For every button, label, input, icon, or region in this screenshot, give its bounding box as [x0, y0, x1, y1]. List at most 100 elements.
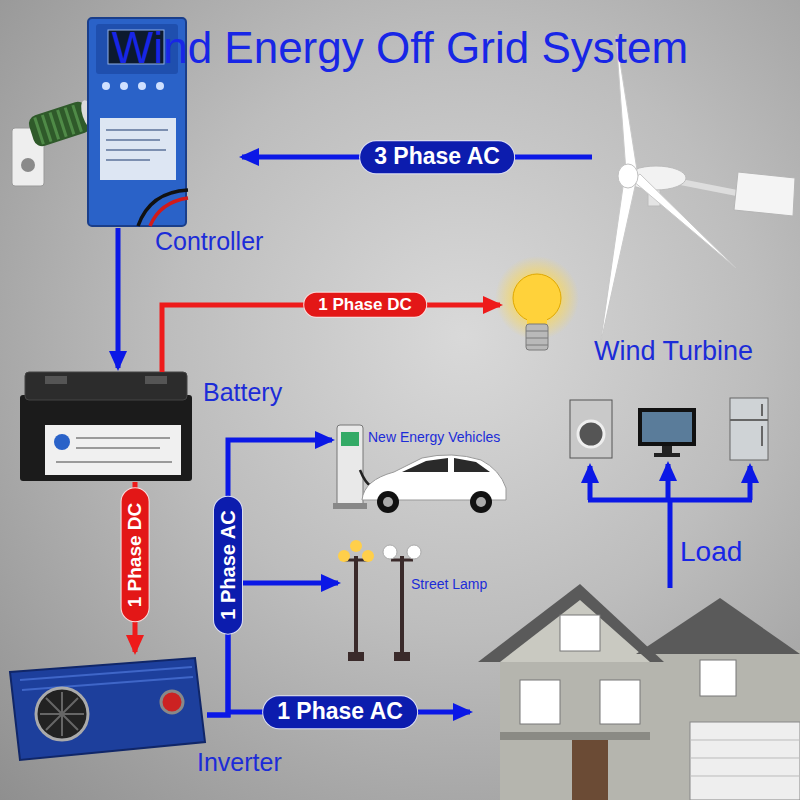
house-part: [600, 680, 640, 724]
house-part: [500, 600, 650, 662]
controller-device-part: [138, 190, 188, 226]
street-lamp-part: [354, 556, 358, 658]
street-lamp-part: [394, 652, 410, 661]
battery-unit-part: [54, 434, 70, 450]
electric-car-part: [402, 458, 448, 472]
street-lamp: [338, 540, 421, 661]
street-lamp-part: [348, 652, 364, 661]
wind-turbine-part: [600, 180, 636, 346]
street-lamp-part: [383, 545, 397, 559]
resistor-symbol-part-part: [35, 105, 82, 144]
power-connector: [207, 440, 332, 715]
inverter-device-part: [10, 658, 205, 760]
component-node: Inverter: [5, 652, 207, 762]
battery-unit: [20, 372, 192, 481]
battery-unit-part: [20, 395, 192, 481]
battery-unit-part: [25, 372, 187, 400]
appliance-icons-part: [638, 408, 696, 446]
street-lamp-part: [407, 545, 421, 559]
inverter-device-part: [20, 667, 193, 690]
house-part: [700, 660, 736, 696]
diagram-title: Wind Energy Off Grid System: [0, 24, 800, 72]
inverter-device: [10, 658, 205, 760]
street-lamp-part: [362, 550, 374, 562]
house: [478, 584, 800, 800]
controller-device-part: [138, 82, 146, 90]
electric-car-part: [470, 491, 492, 513]
electric-car-part: [476, 497, 486, 507]
appliance-icons-part: [642, 412, 692, 442]
connector-label: 1 Phase AC: [213, 495, 243, 634]
appliance-icons-part: [654, 453, 680, 457]
house-part: [500, 650, 800, 800]
light-bulb: [495, 256, 579, 350]
component-label: Street Lamp: [411, 576, 487, 592]
load-wires-part: [588, 466, 593, 500]
controller-device-part: [100, 118, 176, 180]
battery-unit-part: [45, 376, 67, 384]
battery-unit-part: [45, 425, 181, 475]
component-label: Battery: [203, 378, 282, 407]
street-lamp-part: [400, 556, 404, 658]
component-label: Inverter: [197, 748, 282, 777]
appliance-icons-part: [662, 446, 672, 454]
controller-device-part: [102, 82, 110, 90]
controller-device-part: [156, 82, 164, 90]
wind-turbine: [600, 36, 795, 346]
appliance-icons-part: [578, 421, 604, 447]
component-label: New Energy Vehicles: [368, 429, 500, 445]
electric-car: [362, 455, 506, 513]
electric-car-part: [377, 491, 399, 513]
house-part: [690, 740, 800, 776]
appliance-icons-part: [730, 404, 768, 446]
inverter-device-part: [36, 688, 88, 740]
battery-unit-part: [56, 438, 172, 462]
component-node: Battery: [20, 368, 192, 482]
inverter-device-part: [161, 691, 183, 713]
wind-turbine-part: [632, 174, 736, 268]
wind-turbine-part: [734, 172, 795, 216]
resistor-symbol-part: [21, 158, 35, 172]
load-wires-part: [666, 464, 671, 500]
load-wires-part: [748, 466, 753, 500]
street-lamp-part: [350, 540, 362, 552]
battery-unit-part: [145, 376, 167, 384]
component-label: Controller: [155, 227, 263, 256]
house-part: [520, 680, 560, 724]
connector-label: 3 Phase AC: [359, 140, 515, 174]
house-part: [636, 598, 800, 654]
component-node: New Energy Vehicles: [332, 420, 515, 512]
power-connector: [116, 228, 121, 368]
load-wires-part: [588, 500, 752, 588]
light-bulb-part: [526, 324, 548, 350]
appliance-icons-part: [730, 398, 768, 460]
house-part: [690, 722, 800, 800]
component-node: Wind Turbine: [592, 30, 795, 375]
street-lamp-part: [391, 559, 413, 562]
component-node: Controller: [5, 15, 242, 228]
component-label: Wind Turbine: [594, 336, 753, 367]
electric-car-part: [383, 497, 393, 507]
wire-label: 1 Phase AC: [262, 695, 418, 729]
wind-turbine-part: [618, 164, 638, 188]
connector-label: 1 Phase DC: [121, 488, 150, 623]
house-part: [500, 732, 650, 740]
house-part: [478, 584, 664, 662]
controller-device-part: [106, 130, 168, 160]
flow-label: Load: [680, 537, 742, 568]
street-lamp-part: [338, 550, 350, 562]
house-part: [572, 740, 608, 800]
charging-station-part: [341, 432, 359, 446]
controller-device-part: [120, 82, 128, 90]
house-part: [560, 615, 600, 651]
charging-station-part: [337, 425, 363, 507]
component-node: Street Lamp: [338, 540, 500, 662]
light-bulb-part: [513, 274, 561, 322]
light-bulb-part: [526, 331, 548, 345]
wire-label: 1 Phase DC: [303, 292, 427, 318]
electric-car-part: [454, 458, 490, 472]
load-wires: [588, 464, 752, 588]
appliance-icons: [570, 398, 768, 460]
